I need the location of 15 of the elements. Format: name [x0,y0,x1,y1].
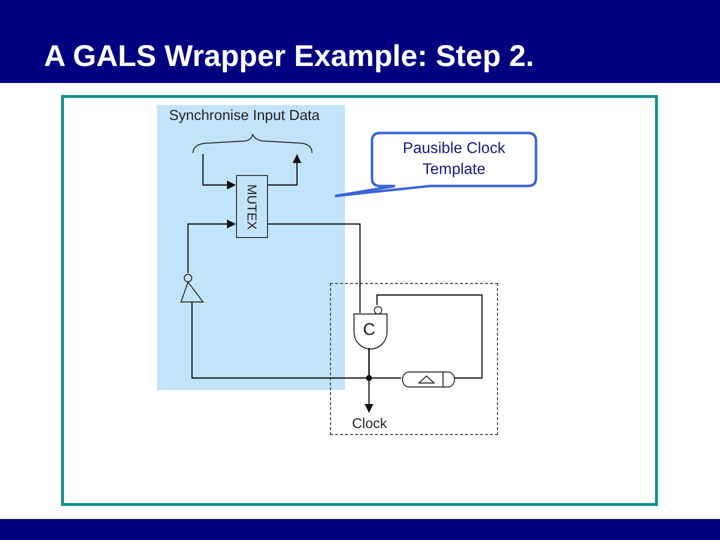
band-title: Synchronise Input Data [169,108,320,124]
mutex-label: MUTEX [244,184,260,230]
output-label: Clock [352,415,388,431]
region-band [157,105,345,390]
mutex-box [236,175,268,238]
connector [202,154,236,190]
connector [268,154,302,186]
c-label: C [363,320,376,340]
connector [376,294,483,379]
connector [268,223,361,313]
slide-title: A GALS Wrapper Example: Step 2. [44,40,534,74]
connector [364,348,374,413]
callout-text: Pausible Clock Template [402,139,506,180]
connector [187,220,236,273]
dashed-boundary [330,283,498,435]
